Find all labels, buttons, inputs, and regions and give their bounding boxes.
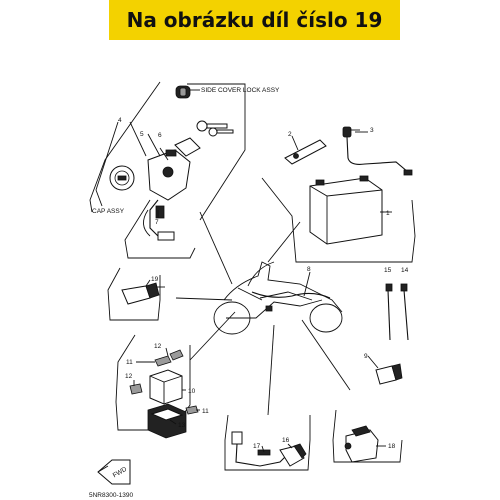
- side-cover-lock: [175, 85, 200, 99]
- part-19: [121, 282, 165, 305]
- header-banner: Na obrázku díl číslo 19: [109, 0, 400, 40]
- callout-14: 14: [401, 267, 409, 274]
- part-18: [344, 425, 379, 463]
- callout-15: 15: [384, 267, 392, 274]
- callout-4: 4: [118, 117, 122, 124]
- label-cap-assy: CAP ASSY: [92, 208, 125, 215]
- callout-5: 5: [140, 131, 144, 138]
- callout-11b: 11: [202, 408, 209, 415]
- leader-lines: [175, 211, 351, 416]
- ignition-switch: [143, 137, 201, 241]
- label-side-cover-lock-assy: SIDE COVER LOCK ASSY: [201, 87, 280, 94]
- callout-8: 8: [307, 266, 311, 273]
- battery-cable: [342, 126, 413, 176]
- callout-1: 1: [386, 210, 390, 217]
- key-set: [196, 120, 234, 137]
- fwd-arrow-icon: [97, 459, 131, 485]
- callout-12a: 12: [154, 343, 162, 350]
- callout-17: 17: [253, 443, 261, 450]
- callout-3: 3: [370, 127, 374, 134]
- callout-19: 19: [151, 276, 159, 283]
- cable-ties: [385, 283, 409, 341]
- callout-2: 2: [288, 131, 292, 138]
- callout-11a: 11: [126, 359, 133, 366]
- callout-6: 6: [158, 132, 162, 139]
- callout-7: 7: [155, 219, 159, 226]
- battery: [309, 175, 392, 245]
- battery-band: [284, 139, 327, 165]
- group-frames: [89, 81, 416, 471]
- callout-leaders: [95, 121, 386, 453]
- callout-numbers: 1 2 3 4 5 6 7 8 9 10 11 11 12 12 13 14 1…: [118, 117, 409, 450]
- part-16-17: [231, 431, 307, 467]
- callout-18: 18: [388, 443, 396, 450]
- callout-12b: 12: [125, 373, 133, 380]
- motorcycle-outline: [213, 261, 343, 335]
- callout-16: 16: [282, 437, 290, 444]
- callout-9: 9: [364, 353, 368, 360]
- callout-10: 10: [188, 388, 196, 395]
- banner-title: Na obrázku díl číslo 19: [126, 8, 383, 32]
- part-code: 5NR8300-1390: [89, 492, 133, 499]
- callout-13: 13: [178, 422, 186, 429]
- part-9: [375, 363, 403, 385]
- cap-assy: [109, 165, 135, 191]
- relay-group: [129, 349, 199, 439]
